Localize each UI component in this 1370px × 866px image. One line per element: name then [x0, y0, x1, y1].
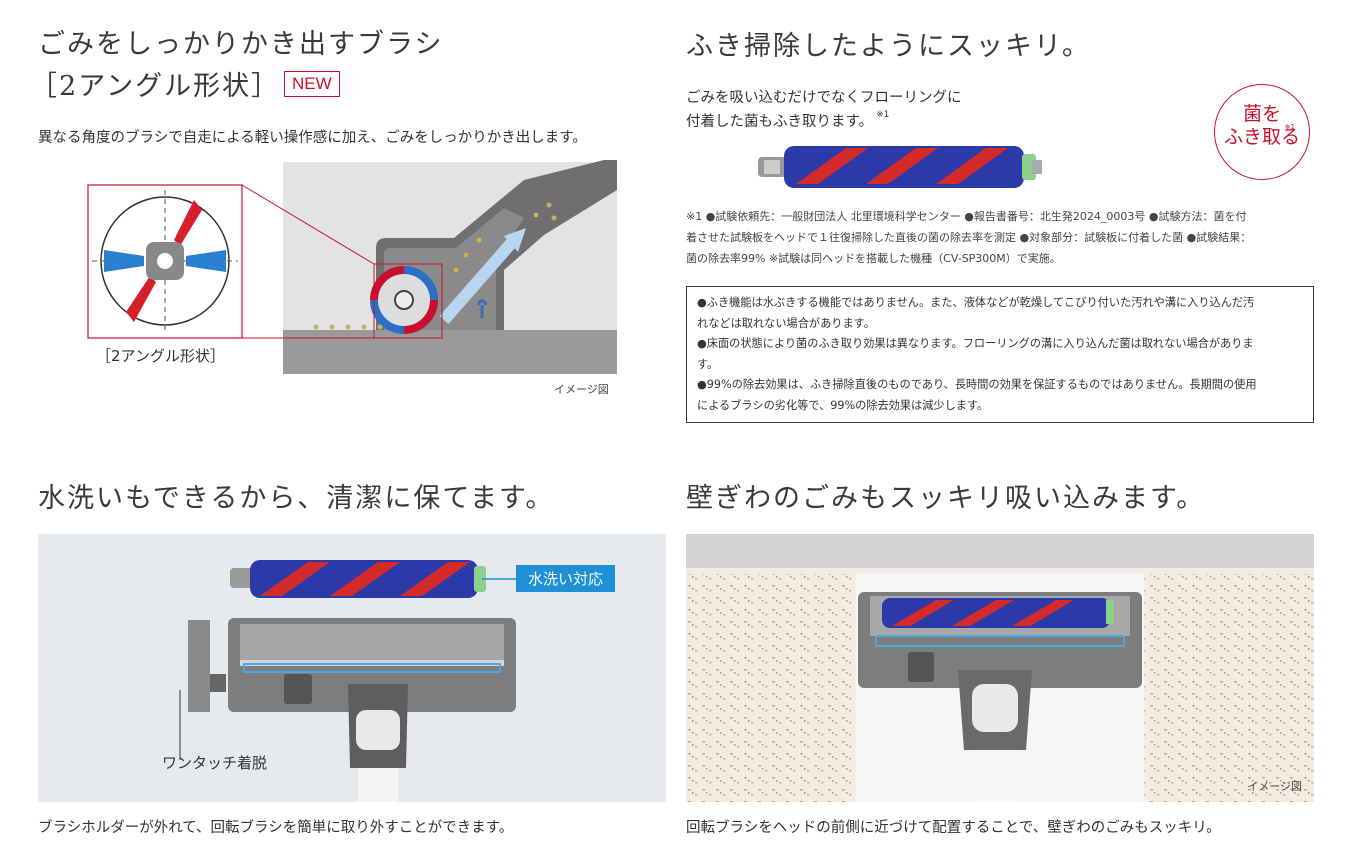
- section3-title: 水洗いもできるから、清潔に保てます。: [38, 483, 555, 514]
- note-line: れなどは取れない場合があります。: [697, 316, 875, 330]
- one-touch-label: ワンタッチ着脱: [162, 754, 268, 772]
- brush-roller-photo: [758, 146, 1042, 188]
- section1-title-line2: ［2アングル形状］: [30, 71, 281, 102]
- floor-illustration: [283, 330, 617, 374]
- wall-edge-photo: イメージ図: [686, 534, 1314, 802]
- note-line: ●99%の除去効果は、ふき掃除直後のものであり、長時間の効果を保証するものではあ…: [697, 378, 1257, 391]
- germ-removal-seal: 菌を ※1 ふき取る: [1214, 84, 1310, 180]
- footnote: ※1 ●試験依頼先：一般財団法人 北里環境科学センター ●報告書番号：北生発20…: [686, 210, 1252, 265]
- note-line: ●ふき機能は水ぶきする機能ではありません。また、液体などが乾燥してこびり付いた汚…: [697, 296, 1255, 309]
- wall-illustration: [686, 534, 1314, 568]
- note-line: す。: [697, 357, 719, 371]
- brush-angle-diagram: [87, 160, 617, 374]
- section2-title: ふき掃除したようにスッキリ。: [686, 31, 1091, 62]
- section1-description: 異なる角度のブラシで自走による軽い操作感に加え、ごみをしっかりかき出します。: [38, 130, 587, 146]
- washable-callout: 水洗い対応: [516, 565, 616, 592]
- footnote-ref: ※1: [876, 110, 890, 120]
- section2-description-line1: ごみを吸い込むだけでなくフローリングに: [686, 90, 962, 106]
- note-line: ●床面の状態により菌のふき取り効果は異なります。フローリングの溝に入り込んだ菌は…: [697, 337, 1254, 350]
- note-line: によるブラシの劣化等で、99%の除去効果は減少します。: [697, 398, 989, 412]
- section4-caption: 回転ブラシをヘッドの前側に近づけて配置することで、壁ぎわのごみもスッキリ。: [686, 820, 1221, 836]
- section1-image-note: イメージ図: [554, 383, 609, 396]
- new-badge: NEW: [284, 71, 340, 97]
- section1-title-line1: ごみをしっかりかき出すブラシ: [38, 29, 444, 60]
- section4-image-note: イメージ図: [1247, 780, 1302, 793]
- diagram-caption: ［2アングル形状］: [96, 347, 225, 365]
- section4-title: 壁ぎわのごみもスッキリ吸い込みます。: [686, 483, 1206, 514]
- notes-box: ●ふき機能は水ぶきする機能ではありません。また、液体などが乾燥してこびり付いた汚…: [686, 286, 1314, 423]
- section3-caption: ブラシホルダーが外れて、回転ブラシを簡単に取り外すことができます。: [38, 820, 514, 836]
- section2-description-line2: 付着した菌もふき取ります。※1: [686, 110, 890, 130]
- washable-head-photo: 水洗い対応 ワンタッチ着脱: [38, 534, 666, 802]
